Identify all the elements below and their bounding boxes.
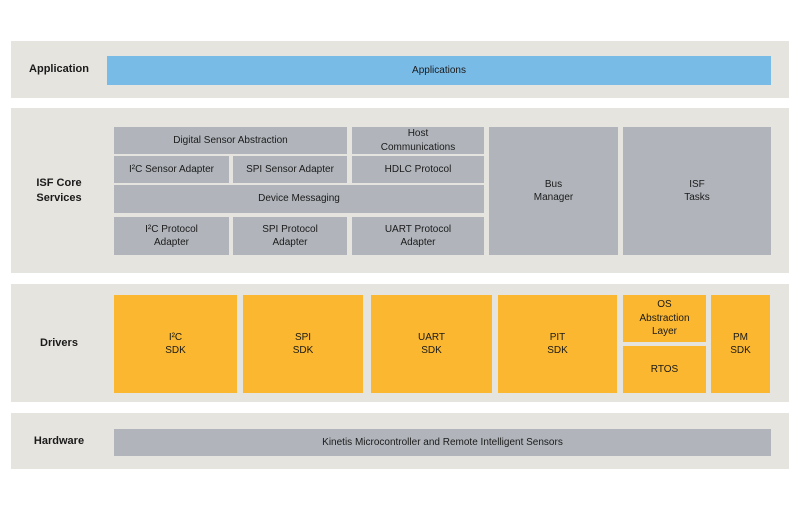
digital-sensor-abstraction-block: Digital Sensor Abstraction	[114, 127, 347, 154]
hardware-band: Hardware Kinetis Microcontroller and Rem…	[11, 413, 789, 469]
applications-block: Applications	[107, 56, 771, 85]
hardware-label: Hardware	[33, 434, 85, 447]
drivers-label: Drivers	[40, 336, 78, 349]
spi-protocol-adapter-block: SPI Protocol Adapter	[233, 217, 347, 255]
isf-tasks-block: ISF Tasks	[623, 127, 771, 255]
application-layer-label: Application	[29, 63, 89, 76]
application-layer-band: Application Applications	[11, 41, 789, 98]
os-abstraction-layer-block: OS Abstraction Layer	[623, 295, 706, 342]
spi-sdk-block: SPI SDK	[243, 295, 363, 393]
spi-sensor-adapter-block: SPI Sensor Adapter	[233, 156, 347, 183]
device-messaging-block: Device Messaging	[114, 185, 484, 213]
isf-core-services-band: ISF Core Services Digital Sensor Abstrac…	[11, 108, 789, 273]
pit-sdk-block: PIT SDK	[498, 295, 617, 393]
rtos-block: RTOS	[623, 346, 706, 393]
i2c-sensor-adapter-block: I²C Sensor Adapter	[114, 156, 229, 183]
bus-manager-block: Bus Manager	[489, 127, 618, 255]
i2c-sdk-block: I²C SDK	[114, 295, 237, 393]
drivers-band: Drivers I²C SDK SPI SDK UART SDK PIT SDK…	[11, 284, 789, 402]
hdlc-protocol-block: HDLC Protocol	[352, 156, 484, 183]
i2c-protocol-adapter-block: I²C Protocol Adapter	[114, 217, 229, 255]
uart-protocol-adapter-block: UART Protocol Adapter	[352, 217, 484, 255]
kinetis-microcontroller-block: Kinetis Microcontroller and Remote Intel…	[114, 429, 771, 456]
host-communications-block: Host Communications	[352, 127, 484, 154]
isf-core-services-label: ISF Core Services	[36, 176, 82, 204]
uart-sdk-block: UART SDK	[371, 295, 492, 393]
pm-sdk-block: PM SDK	[711, 295, 770, 393]
